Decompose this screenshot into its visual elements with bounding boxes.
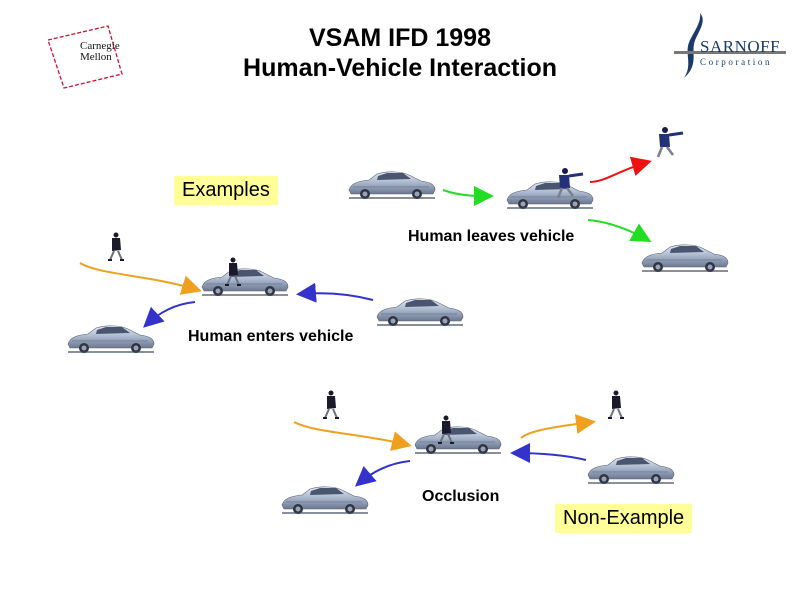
sarnoff-logo: SARNOFF Corporation bbox=[670, 10, 790, 85]
enters-right-car bbox=[376, 298, 464, 327]
title-line-2: Human-Vehicle Interaction bbox=[243, 54, 557, 82]
arrow-orange-2 bbox=[293, 421, 412, 451]
arrow-orange-1 bbox=[79, 262, 202, 295]
enters-human-walking bbox=[107, 231, 125, 261]
caption-human-leaves-vehicle: Human leaves vehicle bbox=[408, 228, 575, 245]
arrow-green-1 bbox=[442, 185, 494, 206]
arrow-green-2 bbox=[587, 219, 652, 242]
leaves-start-car bbox=[348, 171, 436, 200]
arrow-blue-1 bbox=[296, 282, 374, 303]
title-line-1: VSAM IFD 1998 bbox=[308, 24, 491, 52]
arrow-blue-3 bbox=[510, 443, 587, 464]
occlusion-human-right bbox=[607, 389, 625, 419]
leaves-end-car bbox=[641, 244, 729, 273]
sarnoff-swoosh-icon bbox=[674, 13, 786, 78]
leaves-middle-car bbox=[506, 181, 594, 210]
caption-occlusion: Occlusion bbox=[422, 488, 500, 505]
sarnoff-name: SARNOFF bbox=[700, 37, 781, 56]
examples-tag: Examples bbox=[174, 176, 278, 205]
cmu-logo-line2: Mellon bbox=[80, 51, 112, 63]
arrow-orange-3 bbox=[520, 414, 596, 439]
arrow-blue-4 bbox=[354, 460, 411, 487]
enters-left-car bbox=[67, 325, 155, 354]
cmu-logo-frame bbox=[47, 25, 123, 89]
enters-middle-car bbox=[201, 268, 289, 297]
non-example-tag: Non-Example bbox=[555, 504, 693, 533]
sarnoff-subtitle: Corporation bbox=[700, 57, 773, 67]
occlusion-left-car bbox=[281, 486, 369, 515]
cmu-logo-line1: Carnegie bbox=[80, 40, 120, 52]
occlusion-middle-car bbox=[414, 426, 502, 455]
occlusion-human-left bbox=[322, 389, 340, 419]
occlusion-right-car bbox=[587, 456, 675, 485]
cmu-logo: Carnegie Mellon bbox=[40, 18, 140, 93]
arrow-red bbox=[589, 156, 652, 183]
leaves-human-walking bbox=[656, 125, 685, 159]
caption-human-enters-vehicle: Human enters vehicle bbox=[188, 328, 354, 345]
arrow-blue-2 bbox=[143, 301, 196, 328]
